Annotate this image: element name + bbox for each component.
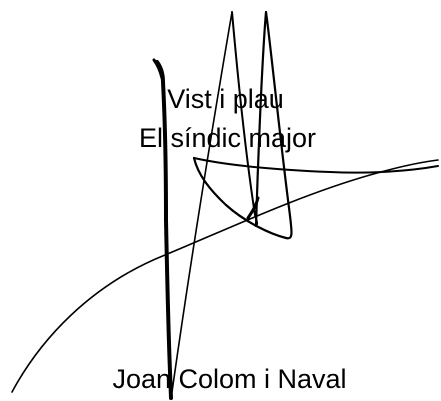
- approval-text: Vist i plau: [167, 84, 284, 114]
- signatory-title: El síndic major: [138, 123, 317, 153]
- signatory-name: Joan Colom i Naval: [112, 364, 347, 394]
